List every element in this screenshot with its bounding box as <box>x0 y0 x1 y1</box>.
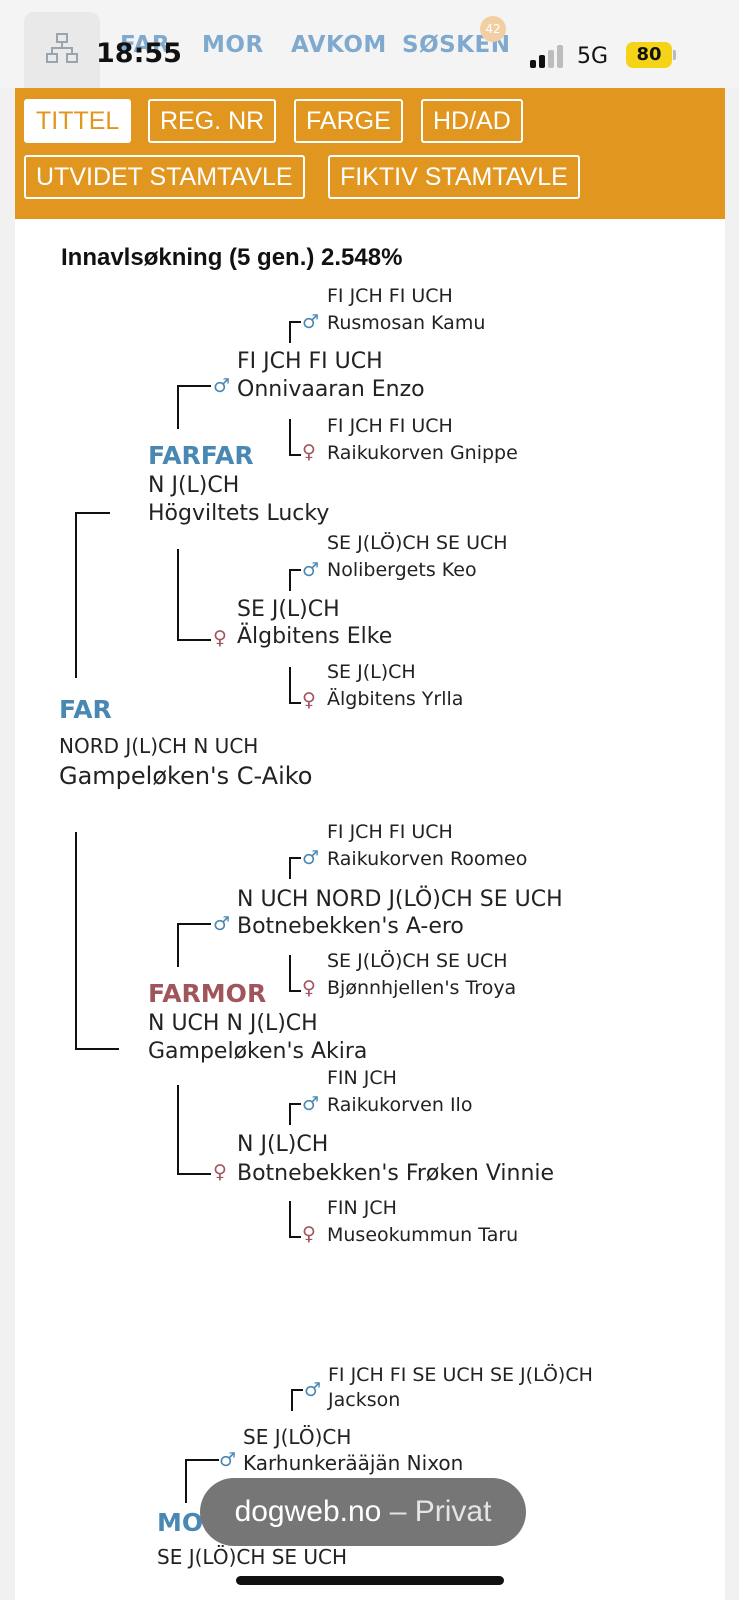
ancestor-title: N UCH N J(L)CH <box>148 1011 318 1036</box>
ancestor-name-link[interactable]: Onnivaaran Enzo <box>237 377 425 402</box>
ancestor-title: FIN JCH <box>327 1067 397 1089</box>
connector-farfar-dam <box>177 549 211 641</box>
sire-name-link[interactable]: Gampeløken's C-Aiko <box>59 762 313 790</box>
connector-nixon-sire <box>291 1389 303 1411</box>
male-symbol: ♂ <box>219 1449 237 1471</box>
male-symbol: ♂ <box>302 559 320 581</box>
male-symbol: ♂ <box>302 1093 320 1115</box>
top-bar: FAR MOR AVKOM SØSKEN 42 18:55 5G 80 <box>0 0 739 88</box>
pedigree-tree-button[interactable] <box>24 12 100 88</box>
female-symbol: ♀ <box>302 689 316 711</box>
browser-address-pill[interactable]: dogweb.no – Privat <box>200 1478 526 1546</box>
ancestor-title: N UCH NORD J(LÖ)CH SE UCH <box>237 887 563 912</box>
ancestor-title: FI JCH FI UCH <box>237 349 383 374</box>
male-symbol: ♂ <box>302 847 320 869</box>
status-time: 18:55 <box>96 38 182 69</box>
battery-icon: 80 <box>626 42 672 68</box>
female-symbol: ♀ <box>213 627 227 649</box>
battery-cap <box>673 50 676 60</box>
connector-vinnie-dam <box>289 1201 301 1238</box>
ancestor-title: SE J(L)CH <box>237 597 340 622</box>
male-symbol: ♂ <box>213 913 231 935</box>
ancestor-title: SE J(LÖ)CH SE UCH <box>157 1545 348 1569</box>
male-symbol: ♂ <box>213 375 231 397</box>
connector-elke-sire <box>289 569 301 591</box>
browser-private-mode: – Privat <box>389 1495 492 1528</box>
connector-far-farfar <box>75 512 110 678</box>
male-symbol: ♂ <box>302 311 320 333</box>
far-label: FAR <box>59 695 112 724</box>
connector-farmor-sire <box>177 923 211 967</box>
connector-elke-dam <box>289 667 301 704</box>
pedigree-content: Innavlsøkning (5 gen.) 2.548% ♂ ♀ ♂ ♀ ♂ … <box>15 219 725 1600</box>
ancestor-title: N J(L)CH <box>237 1132 329 1157</box>
display-options-toolbar: TITTEL REG. NR FARGE HD/AD UTVIDET STAMT… <box>15 88 725 219</box>
signal-strength-icon <box>530 44 564 68</box>
ancestor-name-link[interactable]: Botnebekken's A-ero <box>237 914 464 939</box>
ancestor-title: FIN JCH <box>327 1197 397 1219</box>
ancestor-title: N J(L)CH <box>148 473 240 498</box>
ancestor-name-link[interactable]: Botnebekken's Frøken Vinnie <box>237 1161 555 1186</box>
female-symbol: ♀ <box>302 441 316 463</box>
ancestor-name-link[interactable]: Raikukorven Roomeo <box>327 848 528 870</box>
ancestor-title: FI JCH FI UCH <box>327 415 453 437</box>
connector-enzo-sire <box>289 321 301 343</box>
male-symbol: ♂ <box>304 1379 322 1401</box>
connector-far-farmor <box>75 832 119 1050</box>
connector-enzo-dam <box>289 419 301 456</box>
ancestor-title: SE J(LÖ)CH <box>243 1425 352 1449</box>
browser-host: dogweb.no <box>234 1495 382 1528</box>
ancestor-title: SE J(L)CH <box>327 661 416 683</box>
hd-ad-button[interactable]: HD/AD <box>421 99 523 143</box>
connector-aero-dam <box>289 955 301 992</box>
tittel-button[interactable]: TITTEL <box>24 99 132 143</box>
farmor-label: FARMOR <box>148 979 267 1008</box>
ancestor-name-link[interactable]: Rusmosan Kamu <box>327 312 486 334</box>
female-symbol: ♀ <box>302 977 316 999</box>
ancestor-name-link[interactable]: Bjønnhjellen's Troya <box>327 977 517 999</box>
connector-farmor-dam <box>177 1085 211 1175</box>
ancestor-name-link[interactable]: Museokummun Taru <box>327 1224 519 1246</box>
ancestor-name-link[interactable]: Nolibergets Keo <box>327 559 477 581</box>
farfar-label: FARFAR <box>148 441 254 470</box>
farge-button[interactable]: FARGE <box>294 99 403 143</box>
ancestor-name-link[interactable]: Jackson <box>328 1389 401 1411</box>
utvidet-stamtavle-button[interactable]: UTVIDET STAMTAVLE <box>24 155 305 199</box>
ancestor-title: FI JCH FI UCH <box>327 821 453 843</box>
reg-nr-button[interactable]: REG. NR <box>148 99 277 143</box>
ancestor-title: SE J(LÖ)CH SE UCH <box>327 950 508 972</box>
home-indicator[interactable] <box>236 1576 504 1585</box>
ancestor-name-link[interactable]: Högviltets Lucky <box>148 501 330 526</box>
ancestor-title: SE J(LÖ)CH SE UCH <box>327 532 508 554</box>
inbreeding-coefficient: Innavlsøkning (5 gen.) 2.548% <box>61 244 403 271</box>
female-symbol: ♀ <box>302 1223 316 1245</box>
siblings-count-badge: 42 <box>480 16 506 42</box>
ancestor-name-link[interactable]: Gampeløken's Akira <box>148 1039 368 1064</box>
connector-vinnie-sire <box>289 1103 301 1125</box>
female-symbol: ♀ <box>213 1161 227 1183</box>
network-type: 5G <box>577 44 609 69</box>
ancestor-title: FI JCH FI SE UCH SE J(LÖ)CH <box>328 1364 593 1386</box>
tab-far[interactable]: FAR <box>120 32 171 58</box>
pedigree-tree-icon <box>46 33 78 63</box>
ancestor-name-link[interactable]: Älgbitens Yrlla <box>327 688 464 710</box>
tab-mor[interactable]: MOR <box>202 32 264 58</box>
ancestor-name-link[interactable]: Karhunkerääjän Nixon <box>243 1451 464 1475</box>
ancestor-title: FI JCH FI UCH <box>327 285 453 307</box>
connector-aero-sire <box>289 857 301 879</box>
tab-avkom[interactable]: AVKOM <box>291 32 387 58</box>
ancestor-name-link[interactable]: Raikukorven Ilo <box>327 1094 473 1116</box>
fiktiv-stamtavle-button[interactable]: FIKTIV STAMTAVLE <box>328 155 580 199</box>
connector-farfar-sire <box>177 385 211 429</box>
connector-morfar-sire <box>185 1459 219 1503</box>
ancestor-name-link[interactable]: Raikukorven Gnippe <box>327 442 518 464</box>
ancestor-name-link[interactable]: Älgbitens Elke <box>237 624 393 649</box>
sire-title: NORD J(L)CH N UCH <box>59 734 259 758</box>
